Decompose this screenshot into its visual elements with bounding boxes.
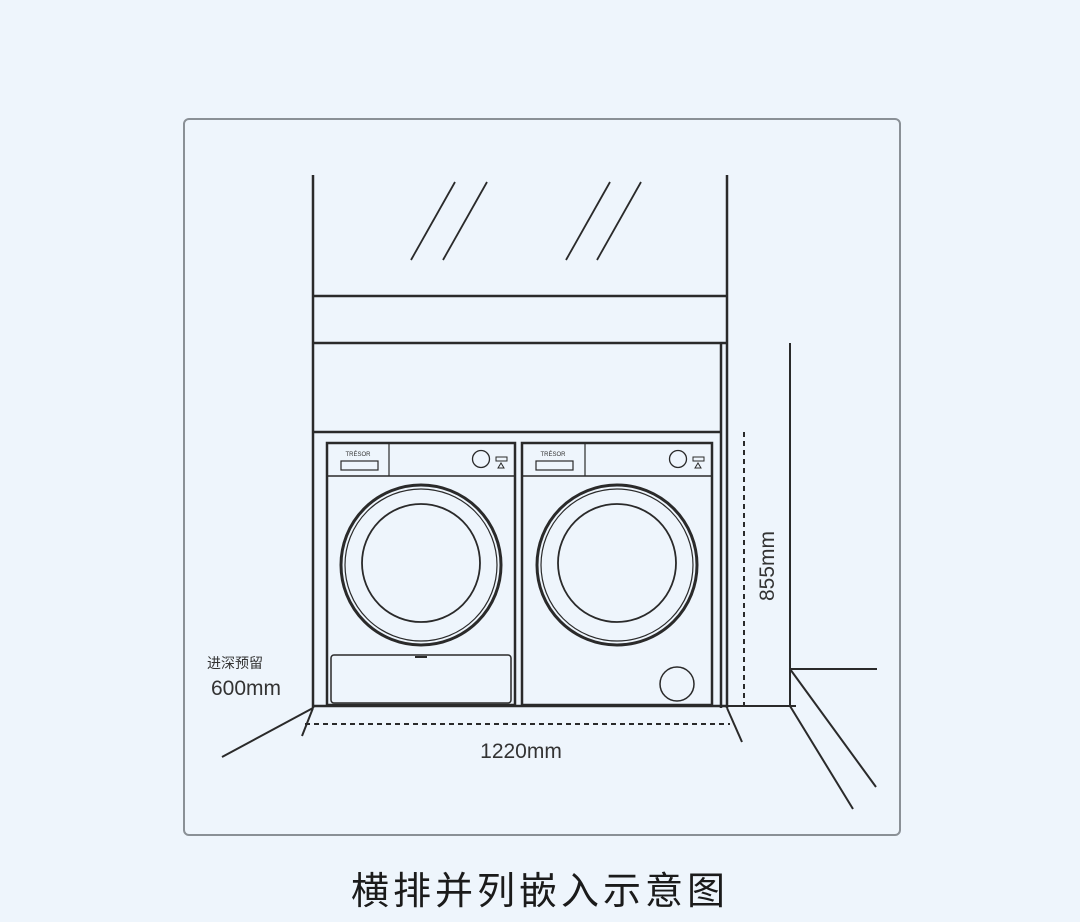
installation-diagram: TRÉSOR TRÉSOR 进深预留 600mm 1220mm 855mm [207, 175, 877, 810]
floor-lines [221, 707, 743, 758]
width-value: 1220mm [480, 740, 562, 763]
washer [325, 441, 517, 707]
cabinet [311, 175, 729, 708]
diagram-frame [183, 118, 901, 836]
side-wall [727, 343, 877, 810]
dryer-brand-text: TRÉSOR [540, 451, 566, 458]
washer-control-knob [471, 449, 491, 469]
dryer-control-knob [668, 449, 688, 469]
dryer [520, 441, 714, 707]
dryer-door-outer [535, 483, 699, 647]
depth-label: 进深预留 [207, 655, 263, 671]
washer-door-glass [361, 503, 481, 623]
height-value: 855mm [756, 531, 779, 601]
dryer-door-glass [557, 503, 677, 623]
washer-door-outer [339, 483, 503, 647]
glass-reflection-marks [410, 181, 642, 261]
water-tank-drawer [535, 460, 574, 471]
depth-value: 600mm [211, 677, 281, 700]
washer-brand-text: TRÉSOR [345, 451, 371, 458]
diagram-caption: 横排并列嵌入示意图 [350, 871, 729, 913]
detergent-drawer [340, 460, 379, 471]
dryer-filter-cap [659, 666, 695, 702]
washer-filter-panel [330, 654, 512, 704]
dimension-lines [305, 432, 745, 725]
